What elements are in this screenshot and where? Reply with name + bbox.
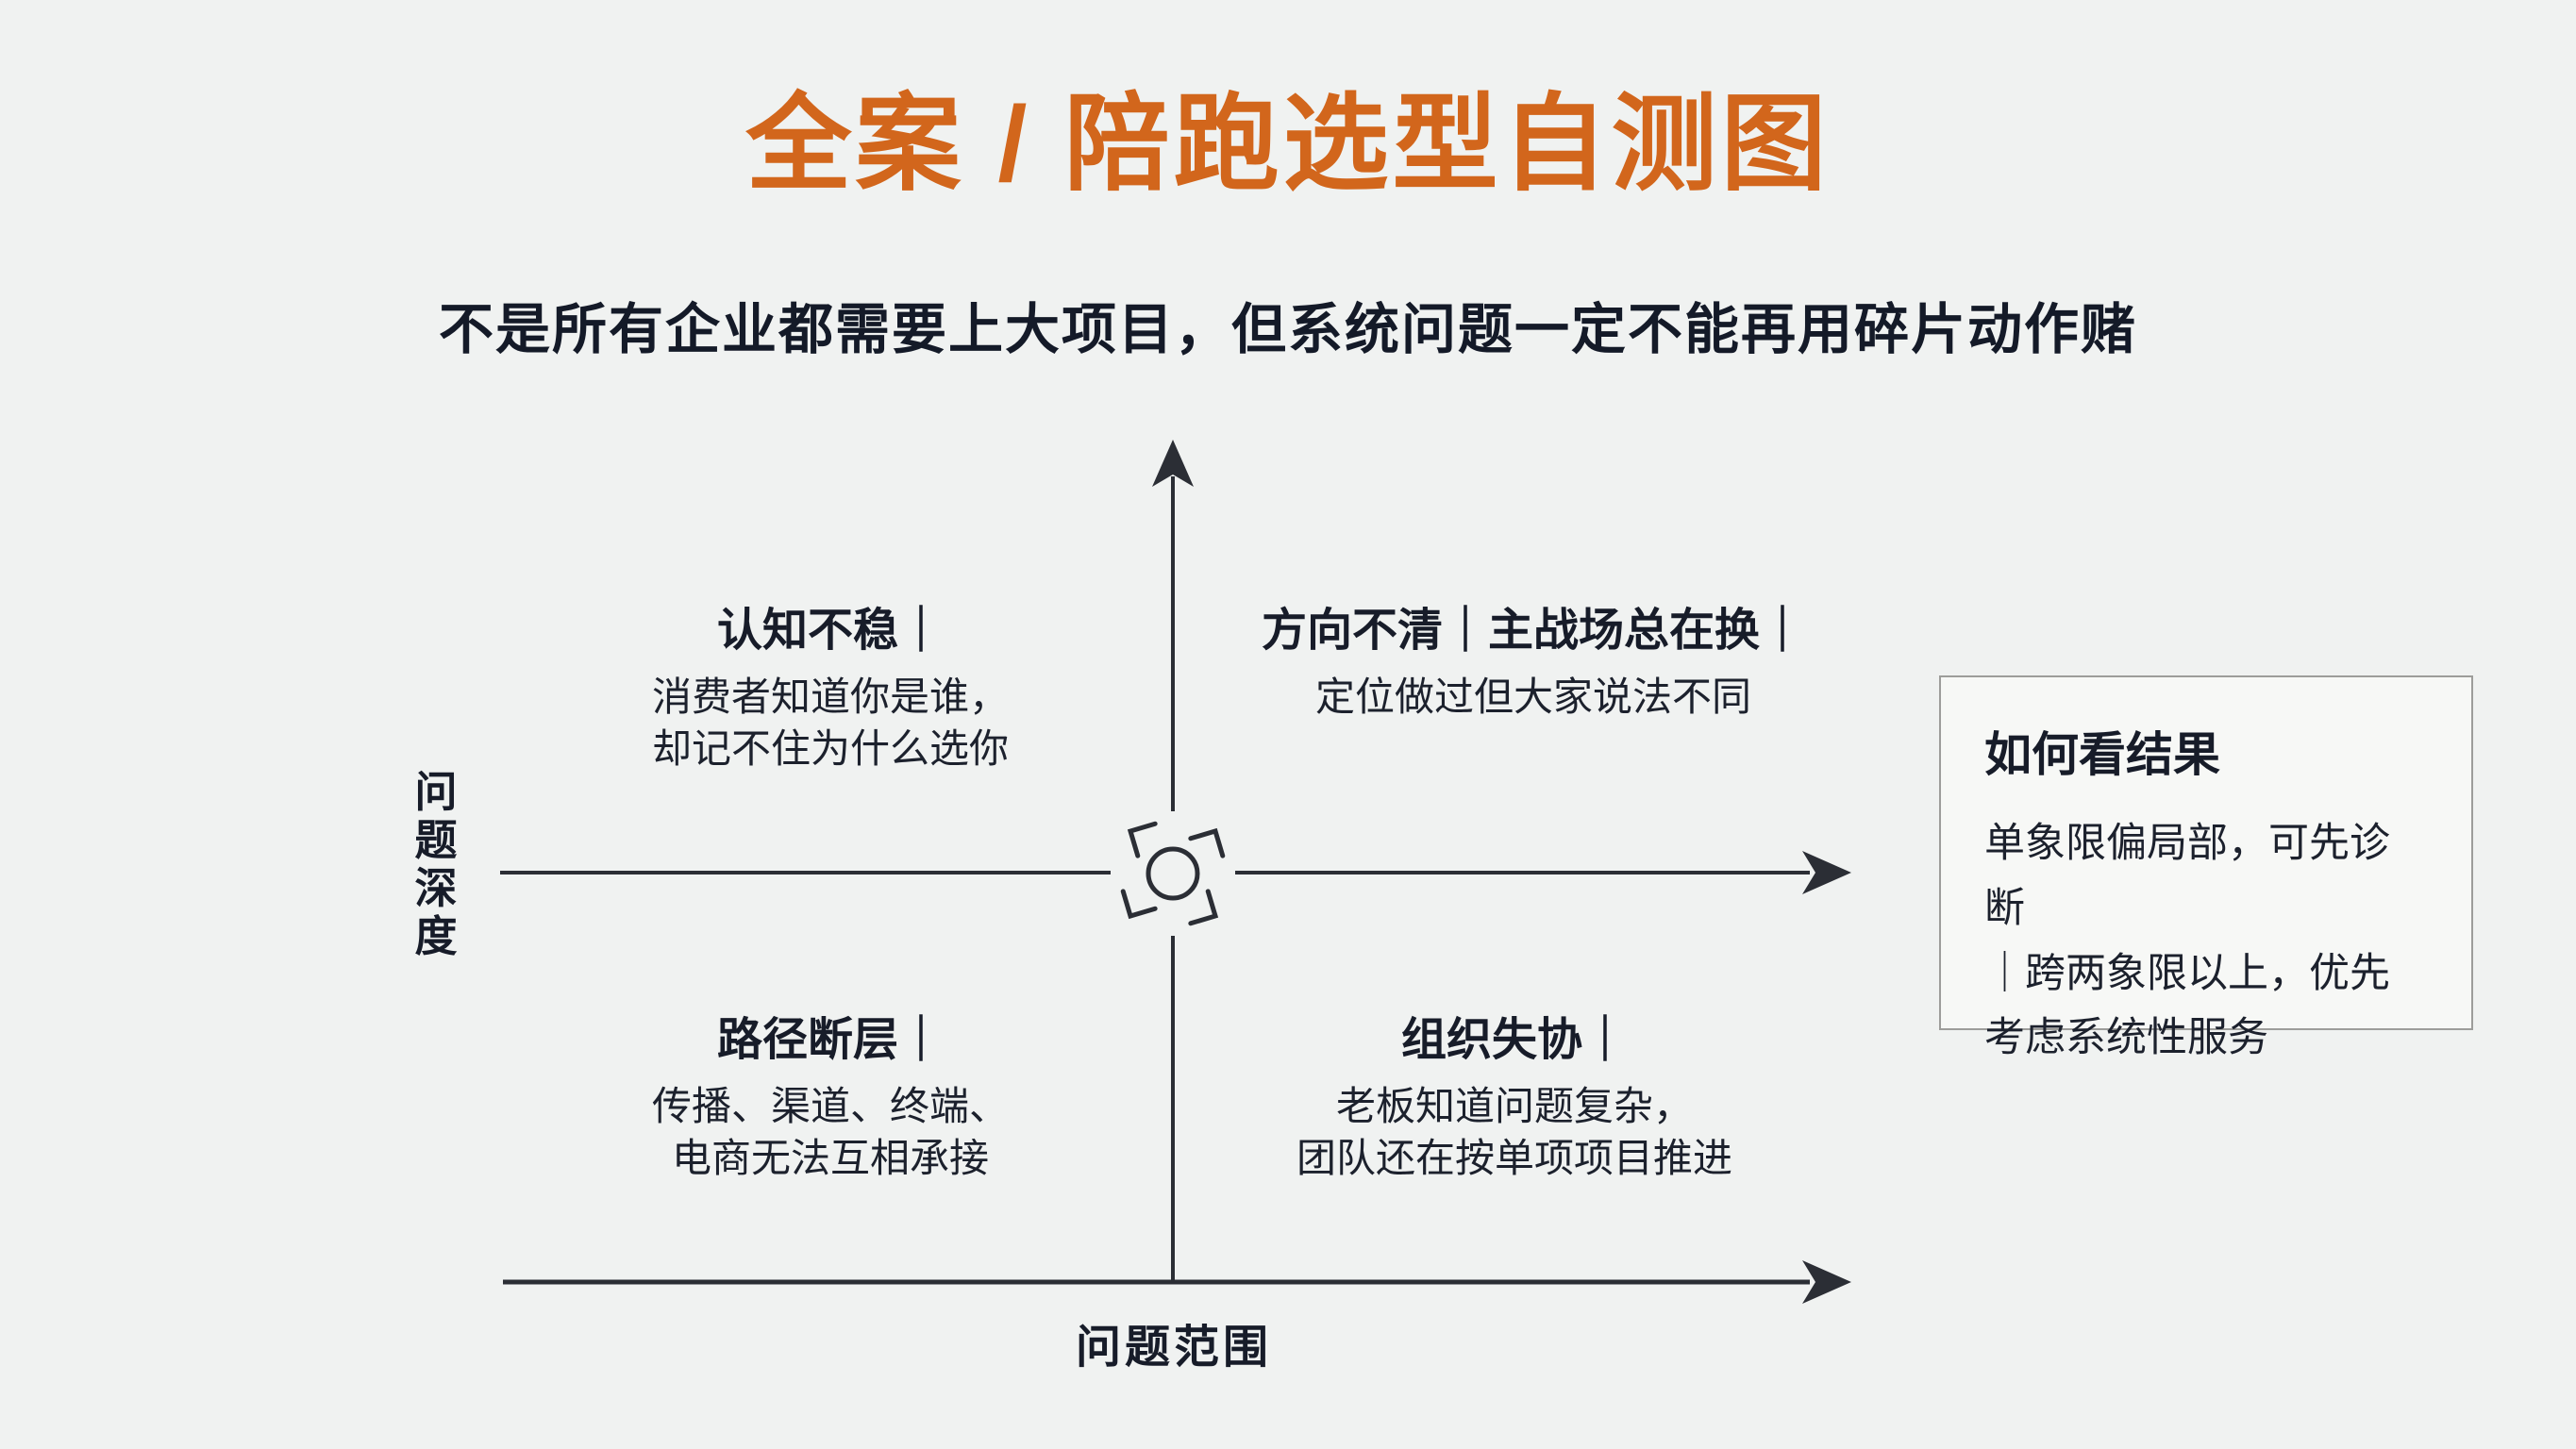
quadrant-bottom-left: 路径断层｜ 传播、渠道、终端、 电商无法互相承接 (514, 1002, 1146, 1184)
quadrant-heading: 方向不清｜主战场总在换｜ (1261, 606, 1805, 656)
quadrant-top-right: 方向不清｜主战场总在换｜ 定位做过但大家说法不同 (1213, 592, 1854, 724)
result-box-text-line: 考虑系统性服务 (1984, 1015, 2268, 1061)
quadrant-heading: 组织失协｜ (1400, 1015, 1628, 1065)
page-title: 全案 / 陪跑选型自测图 (745, 85, 1831, 203)
expand-arrows-icon (1120, 821, 1226, 926)
quadrant-top-left: 认知不稳｜ 消费者知道你是谁， 却记不住为什么选你 (514, 592, 1146, 774)
result-box-text-line: ｜跨两象限以上，优先 (1984, 950, 2390, 996)
quadrant-text-line: 团队还在按单项项目推进 (1296, 1135, 1732, 1180)
x-axis-label: 问题范围 (1075, 1323, 1272, 1373)
quadrant-text-line: 老板知道问题复杂， (1335, 1084, 1693, 1128)
quadrant-text-line: 定位做过但大家说法不同 (1314, 675, 1751, 719)
quadrant-heading: 路径断层｜ (716, 1015, 944, 1065)
result-box-text-line: 单象限偏局部，可先诊断 (1984, 821, 2390, 931)
arrow-right-icon (1802, 851, 1851, 894)
quadrant-bottom-right: 组织失协｜ 老板知道问题复杂， 团队还在按单项项目推进 (1179, 1002, 1849, 1184)
quadrant-text-line: 却记不住为什么选你 (651, 725, 1009, 771)
page-subtitle: 不是所有企业都需要上大项目，但系统问题一定不能再用碎片动作赌 (438, 299, 2137, 360)
arrow-up-icon (1152, 440, 1194, 487)
quadrant-heading: 认知不稳｜ (716, 606, 944, 656)
y-axis-label: 问题深度 (414, 768, 458, 960)
quadrant-text-line: 电商无法互相承接 (671, 1135, 989, 1180)
arrow-right-icon (1802, 1260, 1851, 1304)
quadrant-text-line: 消费者知道你是谁， (651, 675, 1009, 719)
quadrant-text-line: 传播、渠道、终端、 (651, 1084, 1009, 1128)
result-box-heading: 如何看结果 (1984, 728, 2220, 781)
result-box: 如何看结果 单象限偏局部，可先诊断 ｜跨两象限以上，优先 考虑系统性服务 (1939, 675, 2473, 1060)
